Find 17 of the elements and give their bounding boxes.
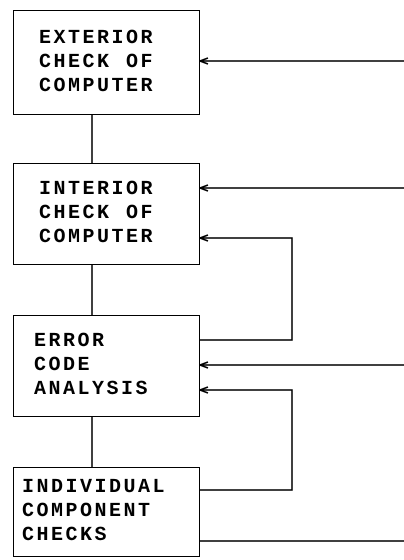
process-box	[13, 315, 200, 417]
arrow	[199, 184, 404, 192]
box-label: ERROR CODE ANALYSIS	[34, 330, 152, 402]
process-box	[13, 163, 200, 265]
arrow	[199, 234, 293, 341]
box-label: INTERIOR CHECK OF COMPUTER	[39, 178, 156, 250]
connector-line	[91, 265, 93, 315]
arrow	[199, 57, 404, 65]
box-label: INDIVIDUAL COMPONENT CHECKS	[22, 476, 168, 548]
arrow	[199, 361, 404, 369]
connector-line	[200, 540, 404, 542]
connector-line	[91, 115, 93, 163]
process-box	[13, 10, 200, 115]
process-box	[13, 467, 200, 557]
connector-line	[91, 417, 93, 467]
box-label: EXTERIOR CHECK OF COMPUTER	[39, 26, 156, 98]
arrow	[199, 386, 293, 491]
